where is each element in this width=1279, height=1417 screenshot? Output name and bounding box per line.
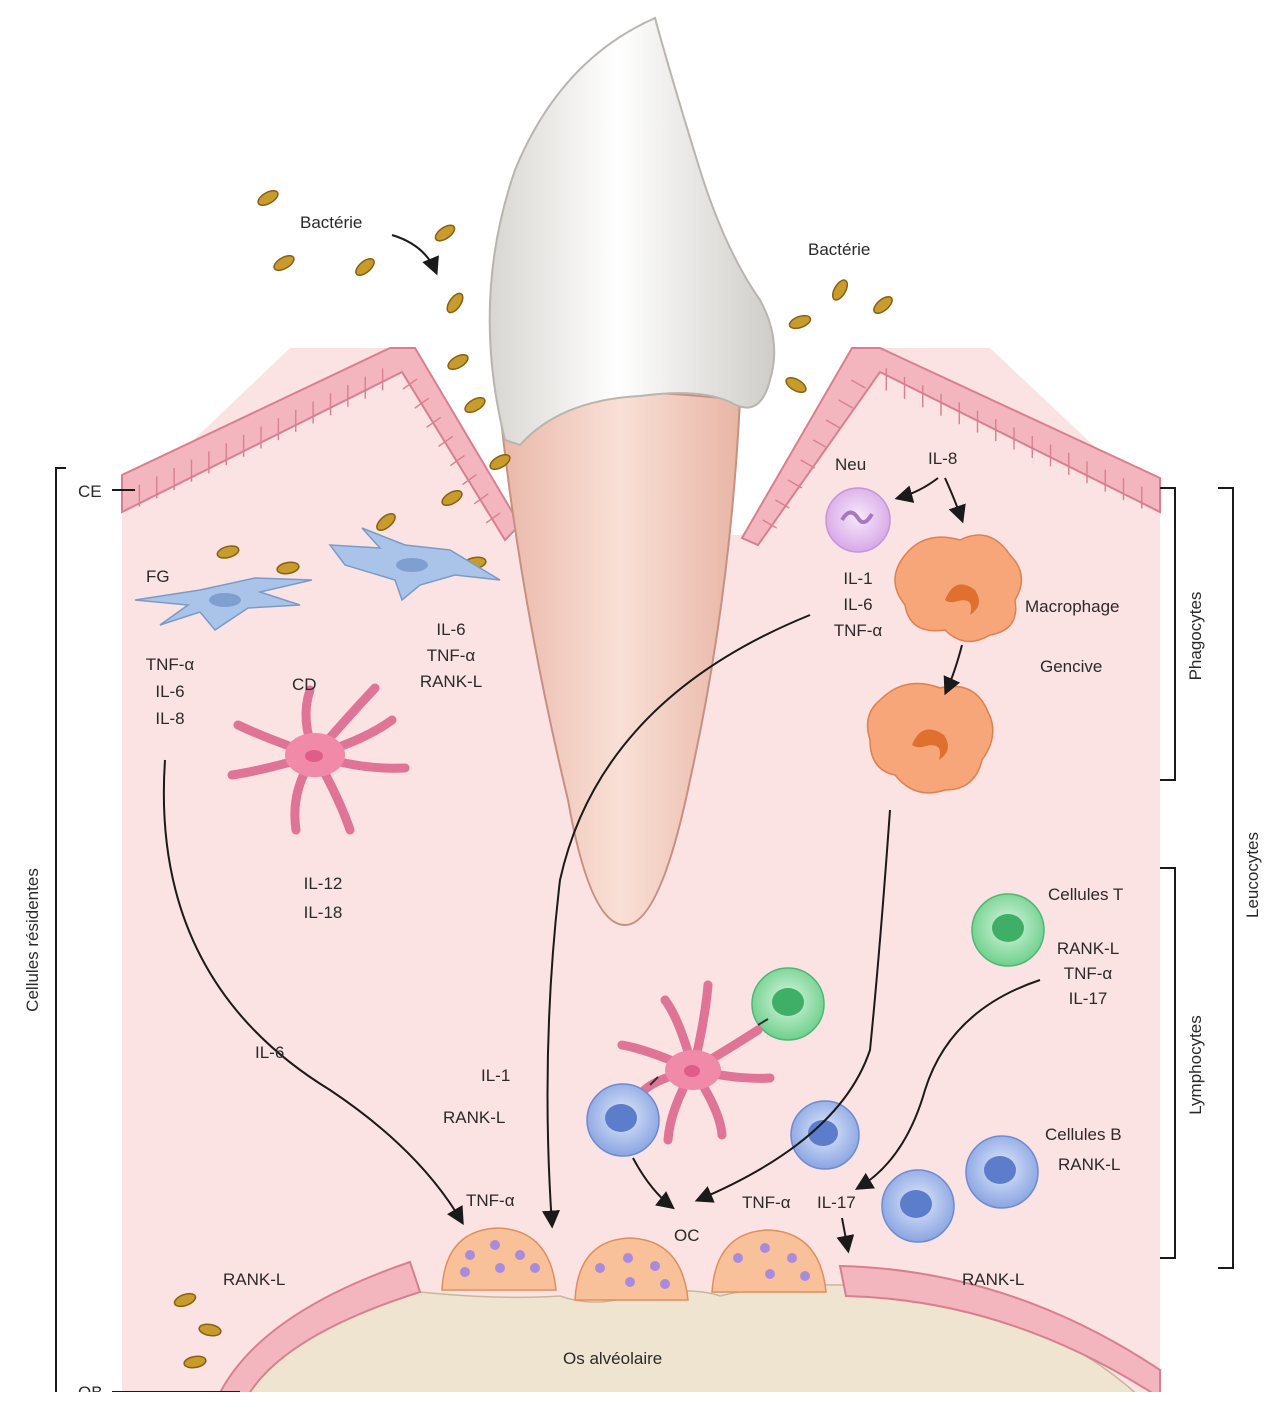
label-fg: FG <box>146 567 170 586</box>
label-phagocytes: Phagocytes <box>1186 592 1205 681</box>
tooth-crown <box>490 18 775 445</box>
label-cellules-t: Cellules T <box>1048 885 1123 904</box>
bacterium <box>256 188 281 209</box>
label-macrophage: Macrophage <box>1025 597 1120 616</box>
bacterium <box>788 313 812 331</box>
bacterium <box>433 222 457 244</box>
cd-cytokine-1: IL-12 <box>304 874 343 893</box>
label-rankl-path: RANK-L <box>443 1108 505 1127</box>
bacterium <box>871 294 895 317</box>
label-neu: Neu <box>835 455 866 474</box>
fib2-cytokine-1: IL-6 <box>436 620 465 639</box>
bacterium <box>463 395 488 416</box>
fg-cytokine-1: TNF-α <box>146 655 195 674</box>
label-cd: CD <box>292 675 317 694</box>
b-cytokine-1: RANK-L <box>1058 1155 1120 1174</box>
label-bacteria-left: Bactérie <box>300 213 362 232</box>
label-leucocytes: Leucocytes <box>1243 832 1262 918</box>
cd-cytokine-2: IL-18 <box>304 903 343 922</box>
t-cytokine-1: RANK-L <box>1057 939 1119 958</box>
label-bone: Os alvéolaire <box>563 1349 662 1368</box>
footer-band <box>0 1392 1279 1417</box>
label-ce: CE <box>78 482 102 501</box>
label-cellules-residentes: Cellules résidentes <box>23 868 42 1012</box>
neu-cytokine-1: IL-1 <box>843 569 872 588</box>
t-cytokine-2: TNF-α <box>1064 964 1113 983</box>
label-gencive: Gencive <box>1040 657 1102 676</box>
bacterium <box>784 375 809 396</box>
label-cellules-b: Cellules B <box>1045 1125 1122 1144</box>
neu-cytokine-3: TNF-α <box>834 621 883 640</box>
label-il6-path: IL-6 <box>255 1043 284 1062</box>
label-il17-mid: IL-17 <box>817 1193 856 1212</box>
bacterium <box>830 278 851 303</box>
fib2-cytokine-3: RANK-L <box>420 672 482 691</box>
bacterium <box>353 256 377 279</box>
label-il8: IL-8 <box>928 449 957 468</box>
label-il1-path: IL-1 <box>481 1066 510 1085</box>
label-tnf-mid: TNF-α <box>742 1193 791 1212</box>
label-lymphocytes: Lymphocytes <box>1186 1015 1205 1115</box>
fg-cytokine-2: IL-6 <box>155 682 184 701</box>
label-tnf-left: TNF-α <box>466 1191 515 1210</box>
label-rankl-bottom-left: RANK-L <box>223 1270 285 1289</box>
fib2-cytokine-2: TNF-α <box>427 646 476 665</box>
bacterium <box>272 253 297 274</box>
label-rankl-bottom-right: RANK-L <box>962 1270 1024 1289</box>
t-cytokine-3: IL-17 <box>1069 989 1108 1008</box>
label-bacteria-right: Bactérie <box>808 240 870 259</box>
bacterium <box>444 291 466 315</box>
bacterium <box>446 352 471 373</box>
neu-cytokine-2: IL-6 <box>843 595 872 614</box>
fg-cytokine-3: IL-8 <box>155 709 184 728</box>
label-oc: OC <box>674 1226 700 1245</box>
